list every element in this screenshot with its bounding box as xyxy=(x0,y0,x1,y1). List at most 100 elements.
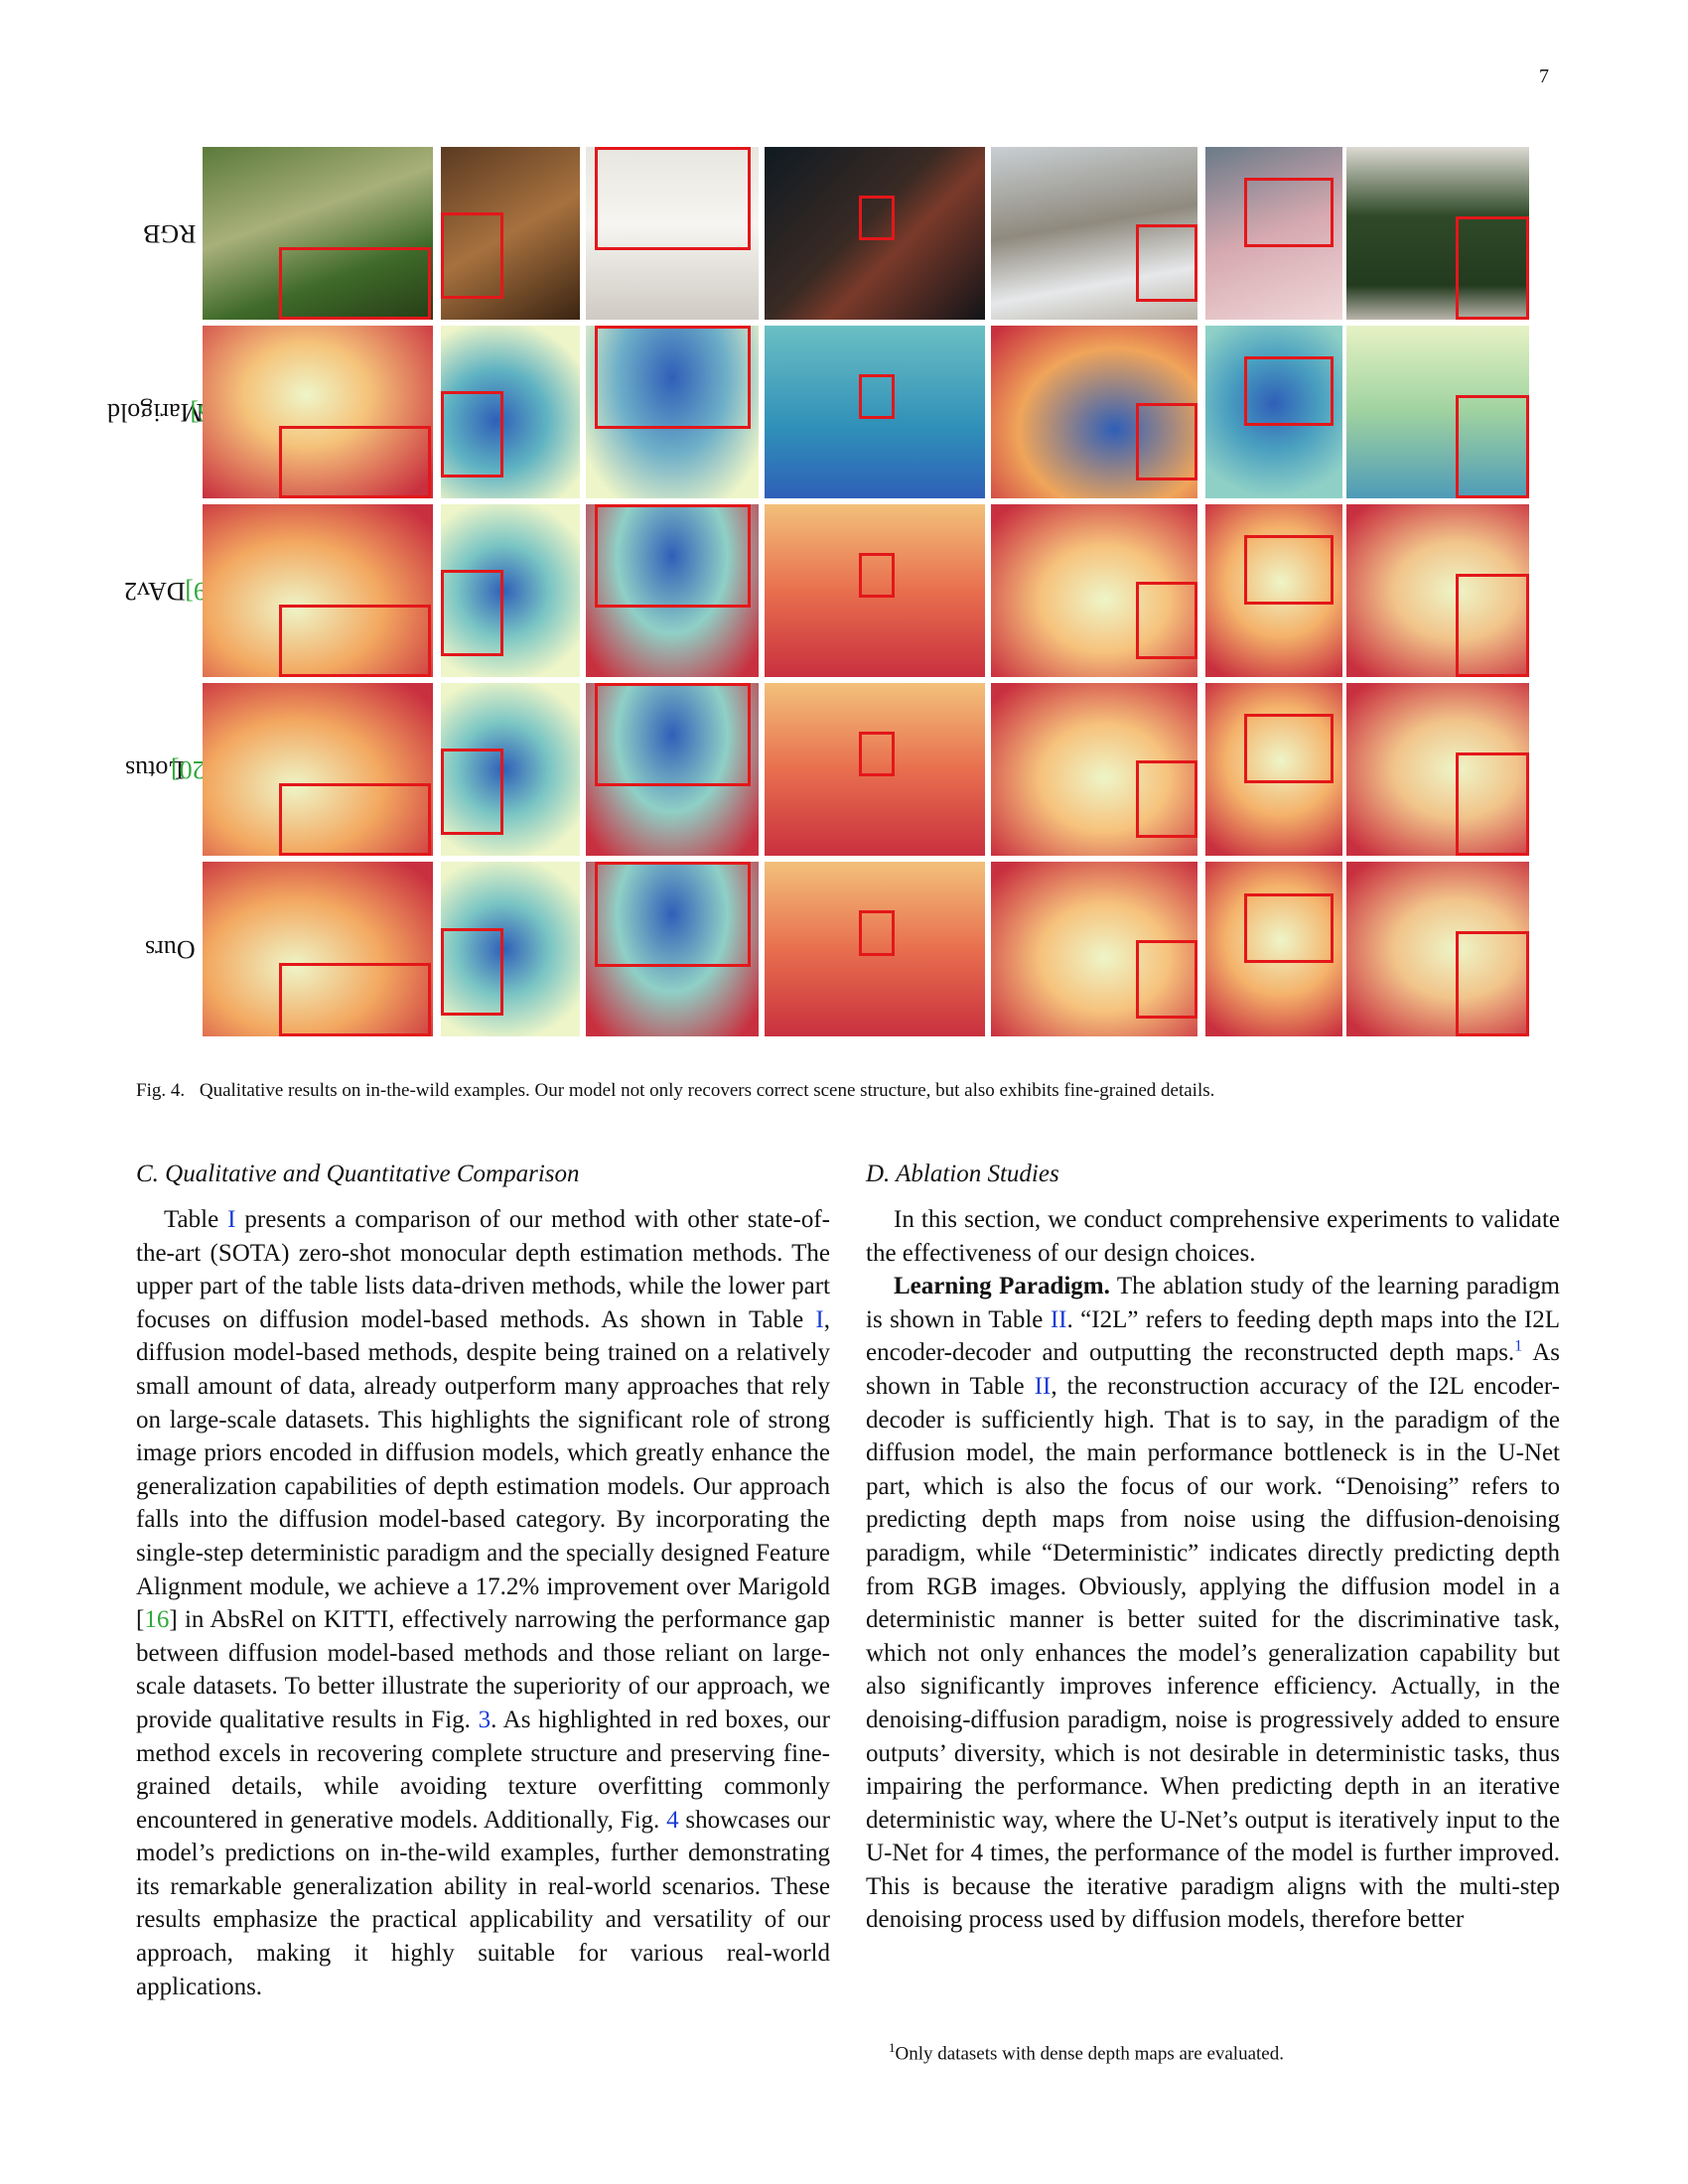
section-heading-ablation: D. Ablation Studies xyxy=(866,1160,1059,1187)
highlight-box xyxy=(1456,395,1529,498)
image-cell-r2-c1 xyxy=(203,326,433,498)
row-label-text: Ours xyxy=(144,935,196,964)
highlight-box xyxy=(859,374,895,419)
image-cell-r5-c4 xyxy=(765,862,985,1036)
image-cell-r5-c2 xyxy=(441,862,580,1036)
highlight-box xyxy=(1136,940,1197,1019)
highlight-box xyxy=(1456,752,1529,856)
row-label-dav2: DAv2 [9] xyxy=(124,504,215,677)
image-cell-r5-c1 xyxy=(203,862,433,1036)
image-cell-r1-c7 xyxy=(1346,147,1529,320)
text-run: showcases our model’s predictions on in-… xyxy=(136,1806,830,2000)
image-cell-r2-c5 xyxy=(991,326,1197,498)
row-labels: RGB Marigold [16] DAv2 [9] Lotus [20] Ou… xyxy=(107,147,233,1036)
highlight-box xyxy=(1456,216,1529,320)
highlight-box xyxy=(1244,893,1334,963)
row-label-marigold: Marigold [16] xyxy=(107,326,233,498)
figure-caption: Fig. 4. Qualitative results on in-the-wi… xyxy=(136,1078,1556,1104)
image-cell-r3-c6 xyxy=(1205,504,1342,677)
qualitative-figure: RGB Marigold [16] DAv2 [9] Lotus [20] Ou… xyxy=(107,147,1529,1036)
figure-ref-link[interactable]: 4 xyxy=(666,1806,679,1834)
citation-link[interactable]: 16 xyxy=(144,1606,170,1634)
highlight-box xyxy=(1136,760,1197,838)
text-run: . “I2L” refers to feeding depth maps int… xyxy=(866,1305,1561,1367)
highlight-box xyxy=(1136,403,1197,480)
image-cell-r4-c2 xyxy=(441,683,580,856)
text-run: The ablation study of the learning parad… xyxy=(866,1273,1560,1333)
highlight-box xyxy=(859,553,895,598)
image-cell-r4-c5 xyxy=(991,683,1197,856)
image-cell-r5-c6 xyxy=(1205,862,1342,1036)
figure-ref-link[interactable]: 3 xyxy=(478,1706,492,1733)
image-cell-r4-c3 xyxy=(586,683,759,856)
footnote-marker[interactable]: 1 xyxy=(1514,1338,1523,1356)
highlight-box xyxy=(441,570,503,656)
highlight-box xyxy=(1136,224,1197,302)
caption-label: Fig. 4. xyxy=(136,1080,186,1101)
highlight-box xyxy=(1136,582,1197,659)
image-cell-r4-c6 xyxy=(1205,683,1342,856)
highlight-box xyxy=(595,147,751,250)
right-column: D. Ablation Studies In this section, we … xyxy=(866,1158,1560,1937)
highlight-box xyxy=(595,504,751,608)
image-cell-r1-c3 xyxy=(586,147,759,320)
section-heading-comparison: C. Qualitative and Quantitative Comparis… xyxy=(136,1160,580,1187)
text-run: presents a comparison of our method with… xyxy=(136,1206,830,1333)
highlight-box xyxy=(1244,178,1334,247)
image-cell-r1-c4 xyxy=(765,147,985,320)
image-cell-r1-c1 xyxy=(203,147,433,320)
image-cell-r4-c7 xyxy=(1346,683,1529,856)
highlight-box xyxy=(1244,714,1334,783)
text-run: , diffusion model-based methods, despite… xyxy=(136,1305,830,1634)
paragraph-ablation-intro: In this section, we conduct comprehensiv… xyxy=(866,1206,1560,1267)
image-cell-r1-c2 xyxy=(441,147,580,320)
highlight-box xyxy=(279,247,431,320)
image-cell-r3-c2 xyxy=(441,504,580,677)
highlight-box xyxy=(1456,931,1529,1036)
image-cell-r5-c7 xyxy=(1346,862,1529,1036)
image-cell-r2-c6 xyxy=(1205,326,1342,498)
paragraph-comparison: Table I presents a comparison of our met… xyxy=(136,1203,830,2003)
footnote-text: Only datasets with dense depth maps are … xyxy=(895,2043,1285,2065)
left-column: C. Qualitative and Quantitative Comparis… xyxy=(136,1158,830,2003)
highlight-box xyxy=(859,732,895,776)
highlight-box xyxy=(595,326,751,429)
highlight-box xyxy=(441,749,503,835)
image-cell-r1-c5 xyxy=(991,147,1197,320)
image-cell-r4-c1 xyxy=(203,683,433,856)
highlight-box xyxy=(279,605,431,677)
highlight-box xyxy=(279,426,431,498)
paragraph-lead: Learning Paradigm. xyxy=(894,1273,1110,1300)
image-cell-r5-c5 xyxy=(991,862,1197,1036)
table-ref-link[interactable]: II xyxy=(1050,1305,1067,1333)
highlight-box xyxy=(1244,356,1334,426)
highlight-box xyxy=(859,910,895,956)
image-cell-r5-c3 xyxy=(586,862,759,1036)
highlight-box xyxy=(441,212,503,299)
image-cell-r2-c3 xyxy=(586,326,759,498)
footnote: 1Only datasets with dense depth maps are… xyxy=(889,2035,1544,2067)
text-run: As shown in Table xyxy=(866,1339,1560,1400)
highlight-box xyxy=(595,683,751,786)
highlight-box xyxy=(595,862,751,967)
image-cell-r1-c6 xyxy=(1205,147,1342,320)
image-cell-r4-c4 xyxy=(765,683,985,856)
caption-text: Qualitative results on in-the-wild examp… xyxy=(199,1080,1215,1101)
image-cell-r3-c4 xyxy=(765,504,985,677)
highlight-box xyxy=(859,196,895,240)
row-label-lotus: Lotus [20] xyxy=(125,683,213,856)
table-ref-link[interactable]: II xyxy=(1034,1372,1052,1400)
text-run: , the reconstruction accuracy of the I2L… xyxy=(866,1372,1560,1934)
image-cell-r2-c2 xyxy=(441,326,580,498)
table-ref-link[interactable]: I xyxy=(227,1206,236,1233)
table-ref-link[interactable]: I xyxy=(815,1305,824,1333)
image-cell-r3-c7 xyxy=(1346,504,1529,677)
highlight-box xyxy=(441,928,503,1016)
text-run: Table xyxy=(164,1206,228,1233)
row-label-text: RGB xyxy=(143,219,197,248)
image-grid xyxy=(203,147,1529,1036)
row-label-ours: Ours xyxy=(139,862,201,1036)
page-number: 7 xyxy=(1539,66,1549,87)
highlight-box xyxy=(441,391,503,478)
footnote-mark: 1 xyxy=(889,2040,896,2055)
